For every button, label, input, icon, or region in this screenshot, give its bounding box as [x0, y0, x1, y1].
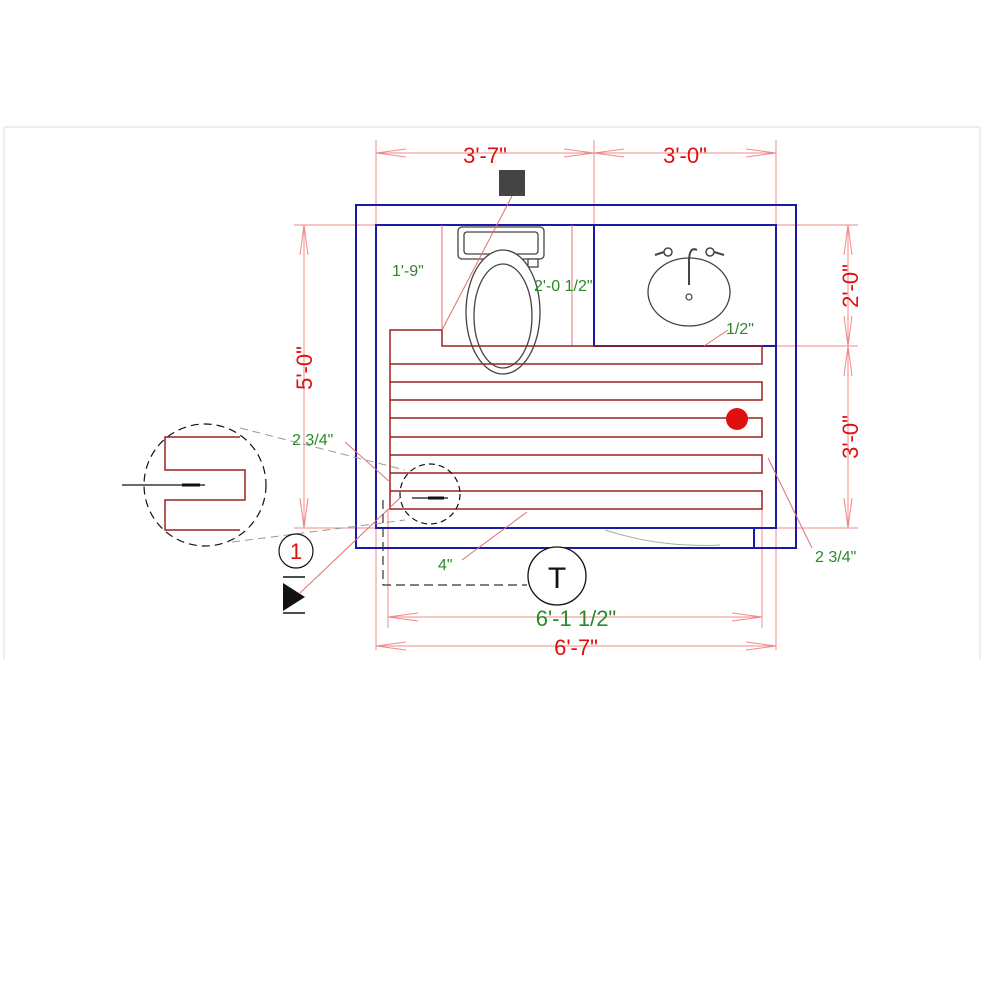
floor-sensor-icon — [726, 408, 748, 430]
walls — [355, 204, 797, 549]
heating-cable — [389, 329, 763, 510]
dim-top-right: 3'-0" — [663, 143, 707, 168]
sink — [647, 247, 731, 327]
dim-top-left: 3'-7" — [463, 143, 507, 168]
note-toilet-offset: 1'-9" — [392, 263, 424, 280]
dim-right-lower: 3'-0" — [838, 415, 863, 459]
section-arrow-icon — [283, 583, 305, 611]
note-spacing-right: 2 3/4" — [815, 549, 856, 566]
sheet-frame — [3, 126, 981, 660]
thermostat-wiring — [382, 500, 527, 586]
note-spacing-left: 2 3/4" — [292, 432, 333, 449]
dim-bottom-inner: 6'-1 1/2" — [536, 606, 617, 631]
note-toilet-width: 2'-0 1/2" — [534, 278, 593, 295]
note-sink-gap: 1/2" — [726, 321, 754, 338]
detail-callout — [122, 423, 461, 547]
thermostat-symbol: T — [527, 546, 587, 606]
toilet — [441, 225, 573, 375]
faucet-icon — [688, 248, 698, 285]
note-bottom-gap: 4" — [438, 557, 453, 574]
thermostat-label: T — [548, 562, 566, 595]
section-number: 1 — [290, 539, 302, 564]
section-marker: 1 — [278, 497, 401, 614]
outer-wall — [355, 204, 797, 549]
dim-right-upper: 2'-0" — [838, 264, 863, 308]
thermostat-box-icon — [499, 170, 525, 196]
dim-bottom-outer: 6'-7" — [554, 635, 598, 660]
dim-left-height: 5'-0" — [292, 346, 317, 390]
